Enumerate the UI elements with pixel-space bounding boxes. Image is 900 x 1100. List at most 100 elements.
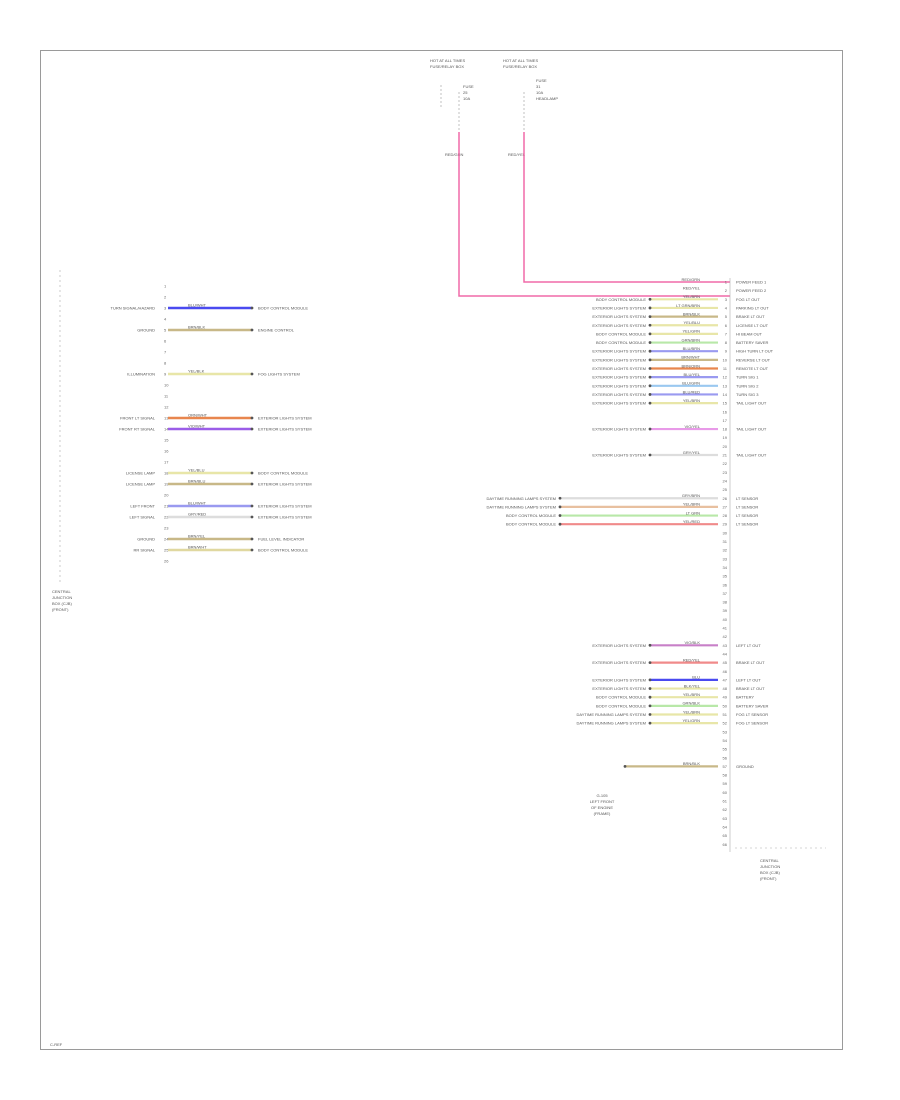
right-circuit-function: TURN SIG 3 bbox=[736, 392, 759, 397]
right-pin-number: 13 bbox=[723, 383, 728, 388]
left-pin-number: 12 bbox=[164, 405, 169, 410]
right-pin-number: 15 bbox=[723, 401, 728, 406]
right-circuit-function: BATTERY SAVER bbox=[736, 703, 768, 708]
right-pin-number: 52 bbox=[723, 721, 728, 726]
diagram-frame bbox=[40, 50, 843, 1050]
right-circuit-source: EXTERIOR LIGHTS SYSTEM bbox=[592, 349, 646, 354]
right-circuit-source: DAYTIME RUNNING LAMPS SYSTEM bbox=[577, 721, 647, 726]
right-circuit-source: DAYTIME RUNNING LAMPS SYSTEM bbox=[487, 496, 557, 501]
left-wire-color-label: BLU/WHT bbox=[188, 501, 207, 506]
right-wire-terminal bbox=[623, 765, 627, 768]
left-pin-number: 3 bbox=[164, 306, 167, 311]
left-pin-number: 8 bbox=[164, 361, 167, 366]
left-pin-number: 24 bbox=[164, 537, 169, 542]
right-pin-number: 5 bbox=[725, 314, 728, 319]
right-wire-color-label: BRN/BLK bbox=[683, 761, 700, 766]
left-caption-line: CENTRAL bbox=[52, 589, 71, 594]
left-pin-number: 4 bbox=[164, 317, 167, 322]
right-circuit-function: LEFT LT OUT bbox=[736, 677, 761, 682]
right-wire-terminal bbox=[648, 323, 652, 327]
left-wire-color-label: GRY/RED bbox=[188, 512, 206, 517]
right-pin-number: 61 bbox=[723, 799, 728, 804]
top-left-header: HOT AT ALL TIMES bbox=[430, 58, 465, 63]
left-pin-number: 25 bbox=[164, 548, 169, 553]
power-feed-wire-1 bbox=[458, 132, 730, 297]
left-wire-color-label: BLU/WHT bbox=[188, 303, 207, 308]
right-wire-color-label: BRN/WHT bbox=[681, 355, 700, 360]
right-circuit-function: PARKING LT OUT bbox=[736, 305, 769, 310]
left-circuit-function: RR SIGNAL bbox=[133, 548, 155, 553]
right-wire-terminal bbox=[648, 704, 652, 708]
right-circuit-function: REMOTE LT OUT bbox=[736, 366, 769, 371]
left-wire-terminal bbox=[250, 427, 254, 431]
right-circuit-source: BODY CONTROL MODULE bbox=[596, 331, 646, 336]
right-circuit-function: POWER FEED 1 bbox=[736, 280, 767, 285]
power-feed-wire-2 bbox=[523, 132, 730, 283]
left-connector-pins: 1234567891011121314151617181920212223242… bbox=[164, 284, 169, 564]
top-left-fuse-text: 25 bbox=[463, 90, 468, 95]
right-pin-number: 24 bbox=[723, 478, 728, 483]
left-wire-terminal bbox=[250, 515, 254, 519]
right-pin-number: 50 bbox=[723, 703, 728, 708]
right-circuit-function: FOG LT OUT bbox=[736, 297, 760, 302]
left-caption-line: BOX (CJB) bbox=[52, 601, 72, 606]
left-wire-terminal bbox=[250, 328, 254, 332]
right-pin-number: 55 bbox=[723, 747, 728, 752]
right-pin-number: 12 bbox=[723, 375, 728, 380]
right-circuit-function: TAIL LIGHT OUT bbox=[736, 453, 767, 458]
left-wire-terminal bbox=[250, 504, 254, 508]
right-circuit-function: HIGH TURN LT OUT bbox=[736, 349, 774, 354]
right-pin-number: 43 bbox=[723, 643, 728, 648]
right-pin-number: 2 bbox=[725, 288, 728, 293]
left-circuit-destination: BODY CONTROL MODULE bbox=[258, 548, 308, 553]
right-pin-number: 51 bbox=[723, 712, 728, 717]
right-wire-color-label: RED/YEL bbox=[683, 657, 701, 662]
left-wire-color-label: YEL/BLK bbox=[188, 369, 205, 374]
right-wire-color-label: YEL/GRN bbox=[682, 329, 700, 334]
right-circuit-source: EXTERIOR LIGHTS SYSTEM bbox=[592, 375, 646, 380]
top-left-fuse-text: 10A bbox=[463, 96, 470, 101]
top-right-fuse-text: 10A bbox=[536, 90, 543, 95]
right-pin-number: 33 bbox=[723, 556, 728, 561]
left-circuit-destination: EXTERIOR LIGHTS SYSTEM bbox=[258, 504, 312, 509]
right-wire-terminal bbox=[648, 661, 652, 664]
right-pin-number: 40 bbox=[723, 617, 728, 622]
right-circuit-function: TURN SIG 1 bbox=[736, 375, 759, 380]
right-pin-number: 7 bbox=[725, 331, 728, 336]
left-pin-number: 23 bbox=[164, 526, 169, 531]
right-caption-line: (FRONT) bbox=[760, 876, 777, 881]
right-wire-color-label: RED/GRN bbox=[682, 277, 701, 282]
right-wire-terminal bbox=[648, 401, 652, 405]
left-circuit-destination: EXTERIOR LIGHTS SYSTEM bbox=[258, 482, 312, 487]
left-circuit-destination: ENGINE CONTROL bbox=[258, 328, 295, 333]
left-circuit-destination: FOG LIGHTS SYSTEM bbox=[258, 372, 300, 377]
right-circuit-source: DAYTIME RUNNING LAMPS SYSTEM bbox=[487, 504, 557, 509]
left-pin-number: 22 bbox=[164, 515, 169, 520]
left-circuit-function: ILLUMINATION bbox=[127, 372, 155, 377]
right-pin-number: 11 bbox=[723, 366, 728, 371]
right-circuit-function: LT SENSOR bbox=[736, 522, 758, 527]
right-pin-number: 1 bbox=[725, 280, 728, 285]
right-pin-number: 65 bbox=[723, 833, 728, 838]
right-wire-color-label: BLU/BRN bbox=[683, 346, 700, 351]
right-wire-color-label: BRN/BLK bbox=[683, 311, 700, 316]
right-wire-color-label: BLU bbox=[692, 675, 700, 680]
left-wire-color-label: BRN/BLK bbox=[188, 325, 205, 330]
right-pin-number: 60 bbox=[723, 790, 728, 795]
left-pin-number: 9 bbox=[164, 372, 167, 377]
right-caption-line: JUNCTION bbox=[760, 864, 780, 869]
right-pin-number: 31 bbox=[723, 539, 728, 544]
right-pin-number: 17 bbox=[723, 418, 728, 423]
right-wire-terminal bbox=[648, 687, 652, 690]
right-pin-number: 48 bbox=[723, 686, 728, 691]
right-pin-number: 45 bbox=[723, 660, 728, 665]
right-wire-color-label: BLU/YEL bbox=[684, 372, 701, 377]
right-circuit-source: EXTERIOR LIGHTS SYSTEM bbox=[592, 677, 646, 682]
left-pin-number: 16 bbox=[164, 449, 169, 454]
right-pin-number: 66 bbox=[723, 842, 728, 847]
